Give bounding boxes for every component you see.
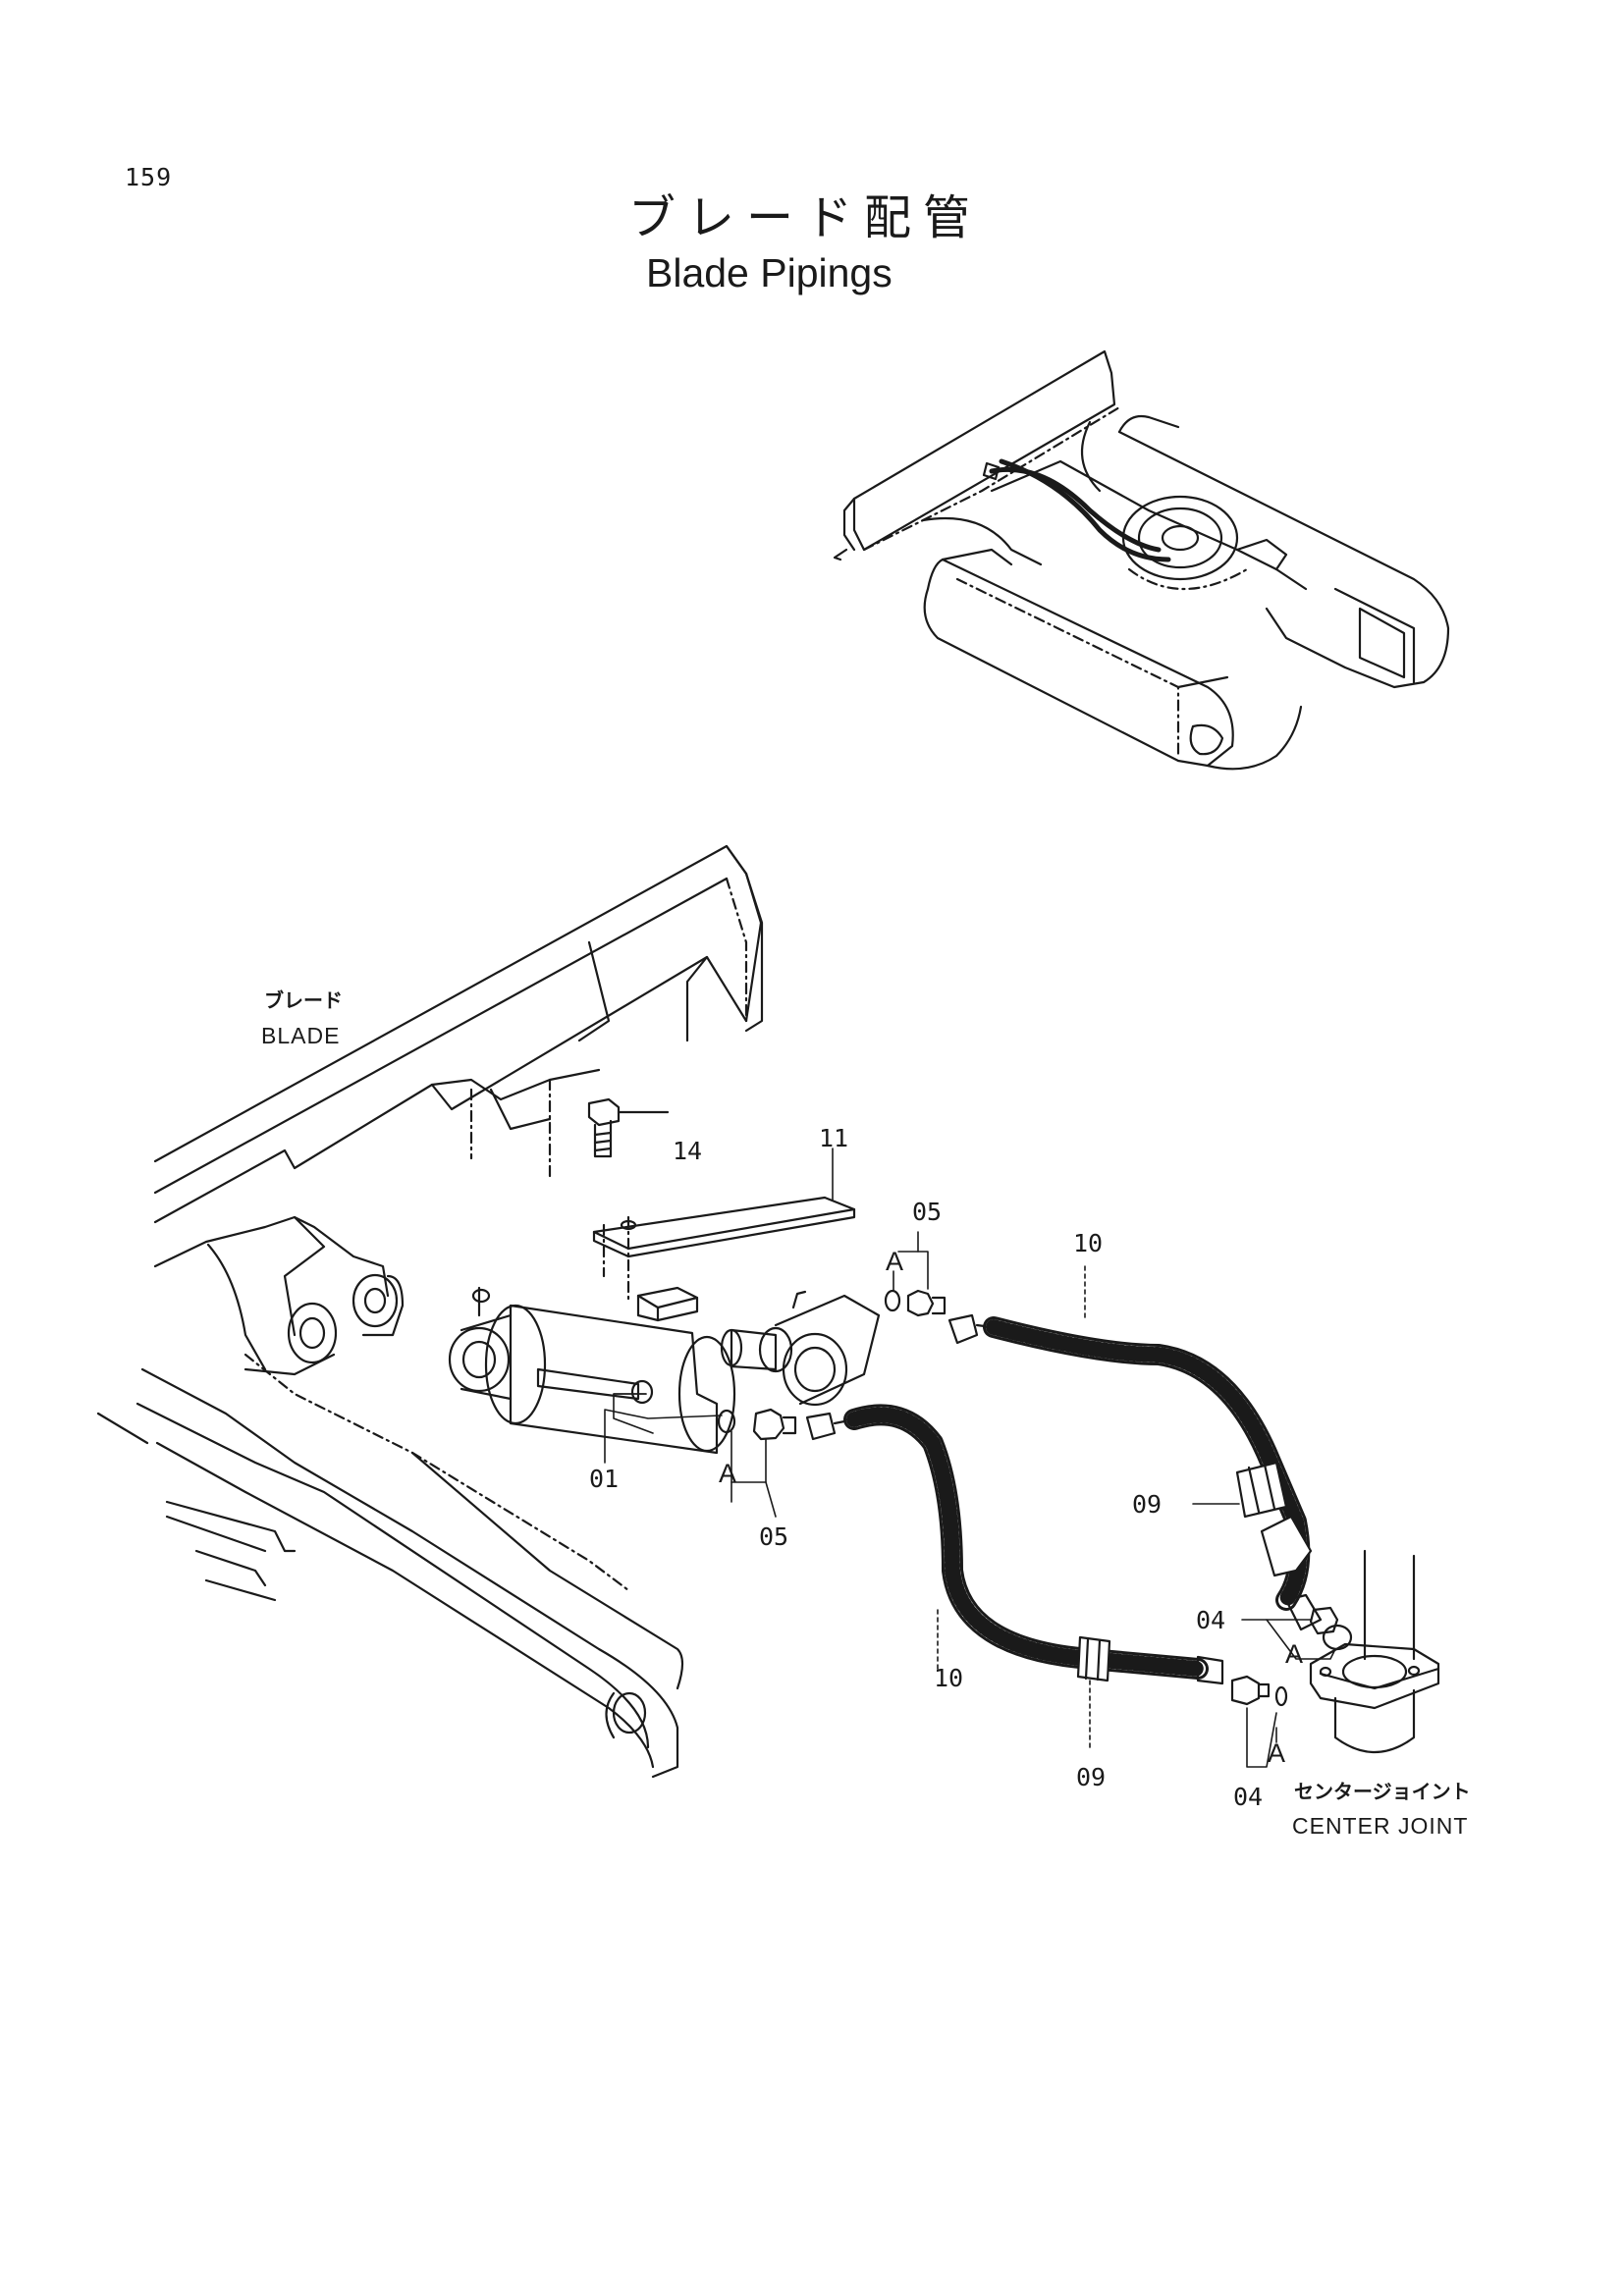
detail-ref-a-bottom: A xyxy=(719,1459,737,1488)
detail-ref-a-right-bottom: A xyxy=(1268,1738,1286,1768)
blade-label-japanese: ブレード xyxy=(264,988,343,1012)
center-joint-label-japanese: センタージョイント xyxy=(1294,1780,1471,1803)
part-number-09-right: 09 xyxy=(1132,1490,1163,1519)
adapter-bottom-drawing xyxy=(717,1408,797,1441)
plate-bracket-drawing xyxy=(592,1196,856,1303)
blade-label-english: BLADE xyxy=(261,1023,341,1048)
part-number-05-top: 05 xyxy=(912,1198,943,1226)
overview-undercarriage-drawing xyxy=(833,349,1450,771)
hose-lower-drawing xyxy=(805,1404,1224,1685)
part-number-09-bottom: 09 xyxy=(1076,1763,1107,1791)
center-joint-label-english: CENTER JOINT xyxy=(1292,1813,1469,1839)
page-title-japanese: ブレード配管 xyxy=(628,190,983,245)
fitting-right-bottom-drawing xyxy=(1230,1675,1288,1707)
part-number-04-top: 04 xyxy=(1196,1606,1226,1634)
part-number-05-bottom: 05 xyxy=(759,1522,789,1551)
part-number-11: 11 xyxy=(819,1124,849,1152)
part-number-04-bottom: 04 xyxy=(1233,1783,1264,1811)
detail-ref-a-top: A xyxy=(886,1247,904,1276)
blade-cylinder-drawing xyxy=(448,1286,881,1455)
part-number-10-bottom: 10 xyxy=(934,1664,964,1692)
page-title-english: Blade Pipings xyxy=(646,250,893,295)
part-number-01: 01 xyxy=(589,1465,620,1493)
part-number-14: 14 xyxy=(673,1137,703,1165)
leader-lines xyxy=(604,1148,1336,1768)
part-number-10-top: 10 xyxy=(1073,1229,1104,1257)
bolt-drawing xyxy=(587,1097,670,1158)
adapter-top-drawing xyxy=(884,1289,947,1317)
center-joint-drawing xyxy=(1309,1549,1440,1754)
detail-ref-a-right-top: A xyxy=(1285,1639,1304,1669)
page-number: 159 xyxy=(125,163,173,191)
blade-drawing xyxy=(96,844,764,1779)
hose-upper-drawing xyxy=(947,1313,1323,1631)
